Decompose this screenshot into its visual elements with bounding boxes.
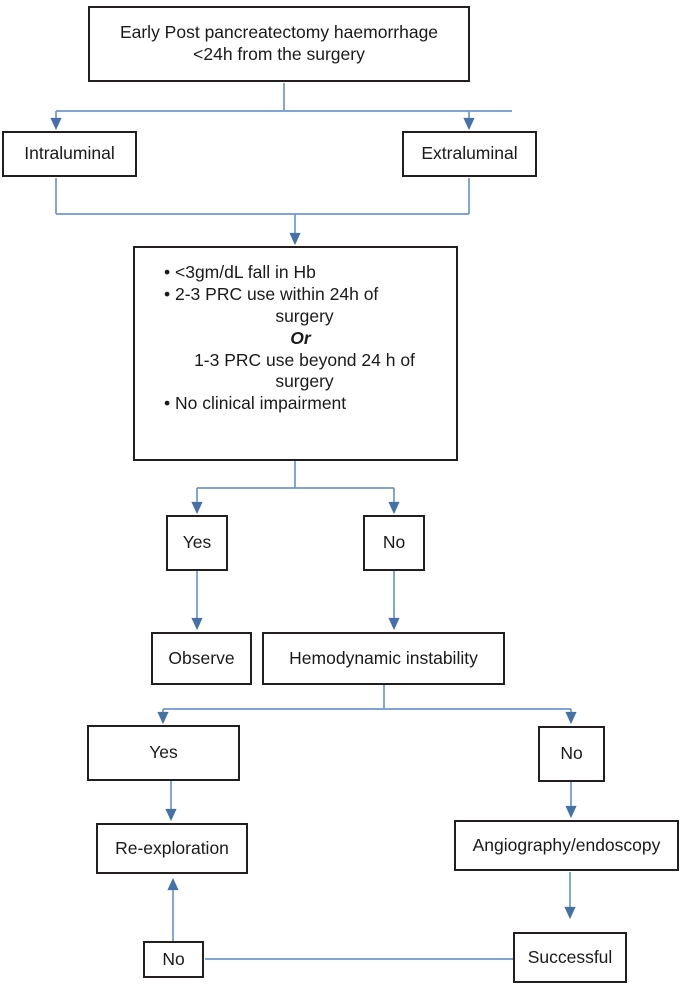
node-angiography-endoscopy-label: Angiography/endoscopy <box>472 834 661 855</box>
node-hemo-yes[interactable]: Yes <box>87 725 240 781</box>
node-successful[interactable]: Successful <box>513 932 627 983</box>
criteria-line-1: • <3gm/dL fall in Hb <box>164 262 316 282</box>
node-criteria-yes-label: Yes <box>182 532 212 553</box>
node-hemodynamic-instability-label: Hemodynamic instability <box>289 647 478 668</box>
criteria-line-2: • 2-3 PRC use within 24h of <box>164 283 379 304</box>
node-re-exploration-label: Re-exploration <box>115 837 229 858</box>
criteria-line-3: surgery <box>275 305 334 326</box>
criteria-line-7: • No clinical impairment <box>164 393 347 414</box>
node-hemodynamic-instability[interactable]: Hemodynamic instability <box>262 632 505 685</box>
node-criteria-no[interactable]: No <box>363 515 425 571</box>
node-hemo-yes-label: Yes <box>149 742 178 763</box>
node-loop-no[interactable]: No <box>143 941 204 978</box>
criteria-line-6: surgery <box>275 371 334 392</box>
criteria-line-5: 1-3 PRC use beyond 24 h of <box>194 349 415 370</box>
node-loop-no-label: No <box>162 948 185 969</box>
node-re-exploration[interactable]: Re-exploration <box>96 823 248 874</box>
node-successful-label: Successful <box>527 946 613 967</box>
node-criteria[interactable]: • <3gm/dL fall in Hb • 2-3 PRC use withi… <box>133 246 458 461</box>
node-extraluminal[interactable]: Extraluminal <box>402 131 537 177</box>
node-intraluminal[interactable]: Intraluminal <box>2 131 137 177</box>
node-root[interactable]: Early Post pancreatectomy haemorrhage <2… <box>88 6 470 82</box>
node-criteria-no-label: No <box>382 532 406 553</box>
node-criteria-yes[interactable]: Yes <box>166 515 228 571</box>
node-angiography-endoscopy[interactable]: Angiography/endoscopy <box>454 820 679 871</box>
node-observe-label: Observe <box>168 647 235 668</box>
node-extraluminal-label: Extraluminal <box>421 143 518 164</box>
node-hemo-no[interactable]: No <box>538 726 605 782</box>
node-observe[interactable]: Observe <box>151 632 252 685</box>
node-root-label: Early Post pancreatectomy haemorrhage <2… <box>119 22 439 64</box>
criteria-line-or: Or <box>290 327 311 348</box>
node-intraluminal-label: Intraluminal <box>24 143 115 164</box>
node-hemo-no-label: No <box>560 743 583 764</box>
